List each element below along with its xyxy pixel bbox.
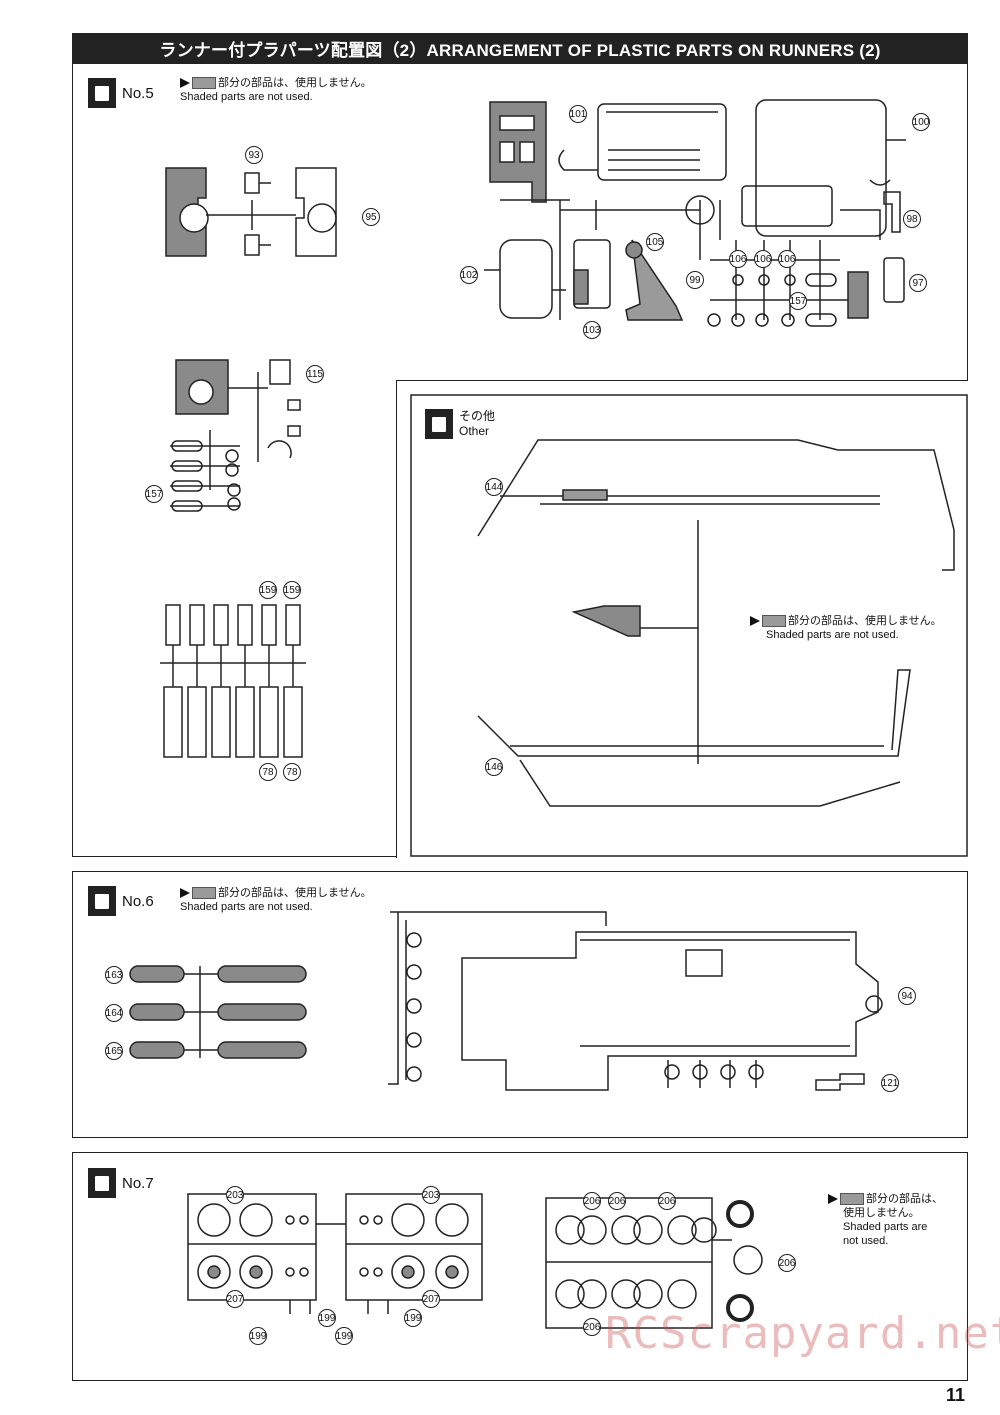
no7-shaded-note: 部分の部品は、 使用しません。 Shaded parts are not use…: [828, 1192, 943, 1248]
part-number-199: 199: [249, 1327, 267, 1345]
part-number-146: 146: [485, 758, 503, 776]
part-number-199: 199: [318, 1309, 336, 1327]
part-number-78: 78: [259, 763, 277, 781]
part-number-78: 78: [283, 763, 301, 781]
part-number-95: 95: [362, 208, 380, 226]
no7-label: No.7: [122, 1174, 154, 1192]
watermark: RCScrapyard.net: [605, 1308, 1000, 1359]
part-number-203: 203: [422, 1186, 440, 1204]
part-number-100: 100: [912, 113, 930, 131]
no6-tag: No.6: [88, 886, 154, 916]
arrow-icon: [180, 78, 190, 89]
other-shaded-note: 部分の部品は、使用しません。 Shaded parts are not used…: [750, 614, 942, 642]
page-title: ランナー付プラパーツ配置図（2）ARRANGEMENT OF PLASTIC P…: [72, 33, 968, 63]
part-bag-icon: [425, 409, 453, 439]
part-number-157: 157: [789, 292, 807, 310]
part-bag-icon: [88, 1168, 116, 1198]
panel-no6: [72, 871, 968, 1138]
part-number-199: 199: [335, 1327, 353, 1345]
part-number-106: 106: [778, 250, 796, 268]
part-number-157: 157: [145, 485, 163, 503]
part-number-106: 106: [729, 250, 747, 268]
part-number-101: 101: [569, 105, 587, 123]
part-number-93: 93: [245, 146, 263, 164]
part-bag-icon: [88, 886, 116, 916]
other-label-jp: その他: [459, 409, 496, 423]
part-number-207: 207: [422, 1290, 440, 1308]
no5-label: No.5: [122, 84, 154, 102]
part-number-97: 97: [909, 274, 927, 292]
part-number-163: 163: [105, 966, 123, 984]
no5-runner-drawing: [160, 99, 968, 857]
shaded-swatch: [192, 77, 216, 90]
arrow-icon: [180, 888, 190, 899]
part-bag-icon: [88, 78, 116, 108]
part-number-102: 102: [460, 266, 478, 284]
no6-runner-drawing: [129, 911, 883, 1091]
part-number-206: 206: [608, 1192, 626, 1210]
part-number-207: 207: [226, 1290, 244, 1308]
part-number-159: 159: [259, 581, 277, 599]
part-number-199: 199: [404, 1309, 422, 1327]
no7-tag: No.7: [88, 1168, 154, 1198]
page-number: 11: [945, 1385, 965, 1405]
no5-tag: No.5: [88, 78, 154, 108]
part-number-94: 94: [898, 987, 916, 1005]
part-number-206: 206: [658, 1192, 676, 1210]
other-tag: その他 Other: [425, 409, 495, 439]
part-number-105: 105: [646, 233, 664, 251]
arrow-icon: [828, 1194, 838, 1205]
part-number-103: 103: [583, 321, 601, 339]
part-number-99: 99: [686, 271, 704, 289]
part-number-106: 106: [754, 250, 772, 268]
part-number-203: 203: [226, 1186, 244, 1204]
part-number-164: 164: [105, 1004, 123, 1022]
other-label-en: Other: [459, 424, 490, 438]
part-number-206: 206: [583, 1192, 601, 1210]
shaded-swatch: [762, 615, 786, 628]
part-number-206: 206: [583, 1318, 601, 1336]
part-number-159: 159: [283, 581, 301, 599]
no6-label: No.6: [122, 892, 154, 910]
part-number-98: 98: [903, 210, 921, 228]
shaded-swatch: [192, 887, 216, 900]
arrow-icon: [750, 616, 760, 627]
no6-shaded-note: 部分の部品は、使用しません。 Shaded parts are not used…: [180, 887, 372, 913]
part-number-206: 206: [778, 1254, 796, 1272]
no5-shaded-note: 部分の部品は、使用しません。 Shaded parts are not used…: [180, 77, 372, 103]
part-number-144: 144: [485, 478, 503, 496]
part-number-115: 115: [306, 365, 324, 383]
part-number-165: 165: [105, 1042, 123, 1060]
panel-no7: [72, 1152, 968, 1381]
part-number-121: 121: [881, 1074, 899, 1092]
shaded-swatch: [840, 1193, 864, 1206]
